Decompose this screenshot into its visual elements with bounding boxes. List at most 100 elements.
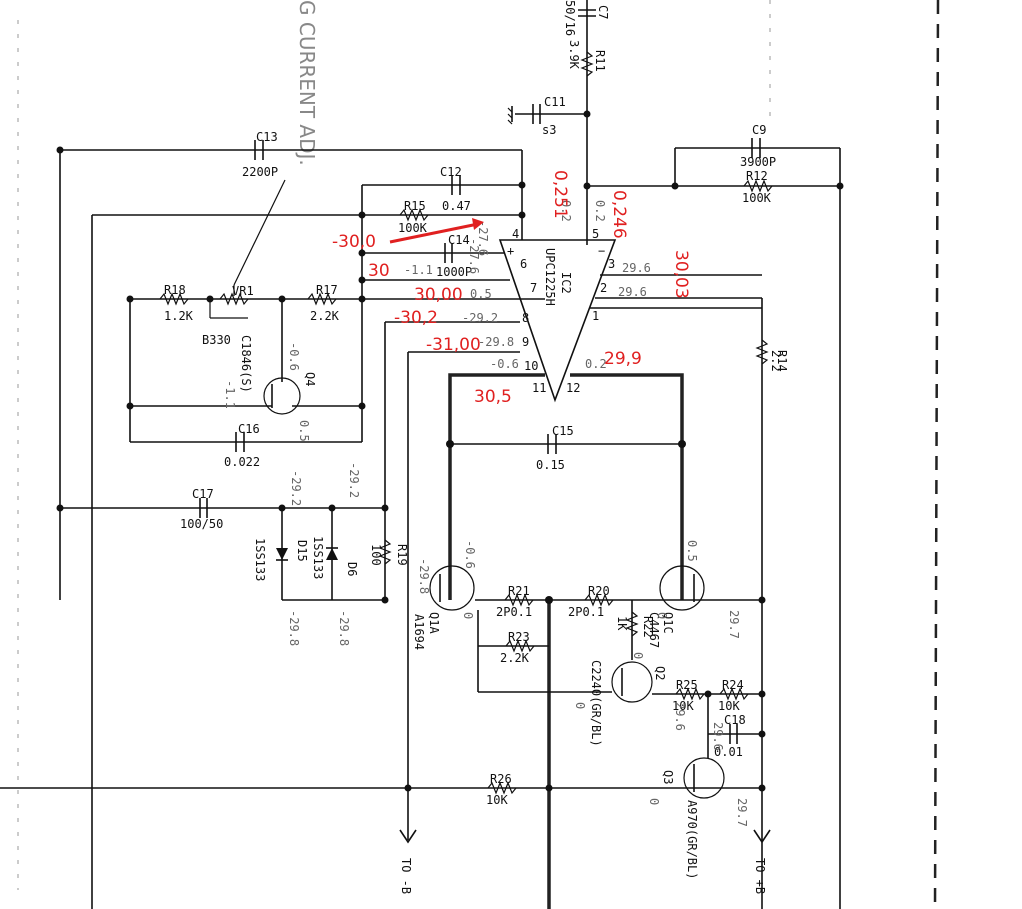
- measured-m2: 30: [368, 261, 390, 281]
- voltage-d15b: -29.8: [287, 610, 301, 646]
- r19-value: 100: [369, 544, 383, 566]
- r26-label: R26: [490, 772, 512, 786]
- voltage-q2b: 0: [631, 652, 645, 659]
- voltage-q3: 29.6: [711, 722, 725, 751]
- c11-value: s3: [542, 123, 556, 137]
- r11-value: 3.9K: [567, 40, 581, 70]
- pin-9: 9: [522, 335, 529, 349]
- q4-transistor: [263, 377, 301, 415]
- voltage-q4c: 0.5: [297, 420, 311, 442]
- pin-8: 8: [522, 311, 529, 325]
- node: [758, 730, 766, 738]
- d15-diode: [276, 548, 288, 560]
- node: [518, 181, 526, 189]
- q3-transistor: [683, 757, 725, 799]
- r24-label: R24: [722, 678, 744, 692]
- to-plus-b-label: TO +B: [753, 858, 767, 894]
- voltage-q4b: -1.1: [223, 380, 237, 409]
- r25-resistor: [675, 687, 705, 701]
- d6-diode: [326, 548, 338, 560]
- r15-value: 100K: [398, 221, 428, 235]
- r25-label: R25: [676, 678, 698, 692]
- voltage-q1a0: 0: [461, 612, 475, 619]
- node: [358, 402, 366, 410]
- node: [381, 596, 389, 604]
- voltage-q1c0: 0: [655, 612, 669, 619]
- voltage-d6: -29.2: [347, 462, 361, 498]
- r21-value: 2P0.1: [496, 605, 532, 619]
- wire-output-left: [448, 373, 545, 600]
- c9-label: C9: [752, 123, 766, 137]
- r12-label: R12: [746, 169, 768, 183]
- r11-label: R11: [593, 50, 607, 72]
- c17-value: 100/50: [180, 517, 223, 531]
- board-boundary-line: [933, 0, 940, 909]
- r14-value: 2.2: [769, 350, 783, 372]
- voltage-q1c-right: 29.7: [727, 610, 741, 639]
- c12-label: C12: [440, 165, 462, 179]
- voltage-pin10a: -29.8: [478, 335, 514, 349]
- c18-label: C18: [724, 713, 746, 727]
- to-minus-b-label: TO -B: [399, 858, 413, 894]
- voltage-pin7: -1.1: [404, 263, 433, 277]
- q4-label: Q4: [303, 372, 317, 386]
- pin-6: 6: [520, 257, 527, 271]
- voltage-pin3: 29.6: [622, 261, 651, 275]
- c17-label: C17: [192, 487, 214, 501]
- ic2-minus: −: [598, 244, 605, 258]
- d6-label: D6: [345, 562, 359, 576]
- r20-label: R20: [588, 584, 610, 598]
- r14-label: R14: [775, 350, 789, 372]
- adj-pointer-line: [233, 179, 286, 286]
- r22-label: R22: [641, 616, 655, 638]
- pin-11: 11: [532, 381, 546, 395]
- voltage-pin5: 0.2: [593, 200, 607, 222]
- pin-10: 10: [524, 359, 538, 373]
- c7-value: 50/16: [563, 0, 577, 36]
- arrow-down-icon: [753, 829, 771, 844]
- node: [381, 504, 389, 512]
- r12-resistor: [743, 179, 773, 193]
- r22-resistor: [625, 611, 639, 637]
- c14-value: 1000P: [436, 265, 472, 279]
- c9-value: 3900P: [740, 155, 776, 169]
- q1c-part: C4467: [647, 612, 661, 648]
- q1a-part: A1694: [412, 614, 426, 650]
- voltage-pin10b: -0.6: [490, 357, 519, 371]
- c15-label: C15: [552, 424, 574, 438]
- c12-value: 0.47: [442, 199, 471, 213]
- q3-part: A970(GR/BL): [685, 800, 699, 879]
- voltage-r19: -29.8: [417, 558, 431, 594]
- r23-label: R23: [508, 630, 530, 644]
- voltage-q1a: -0.6: [463, 540, 477, 569]
- node: [446, 440, 454, 448]
- pin-4: 4: [512, 227, 519, 241]
- ic2-part: UPC1225H: [543, 248, 557, 306]
- pin-3: 3: [608, 257, 615, 271]
- annotation-arrow-head: [472, 218, 484, 230]
- arrow-down-icon: [399, 829, 417, 844]
- voltage-q2: 29.6: [673, 702, 687, 731]
- voltage-q3c: 0: [647, 798, 661, 805]
- ground-icon: [507, 106, 513, 125]
- measured-m6: 30,5: [474, 387, 512, 407]
- r24-value: 10K: [718, 699, 740, 713]
- voltage-q2c: 0: [573, 702, 587, 709]
- node: [56, 504, 64, 512]
- pin-12: 12: [566, 381, 580, 395]
- r25-value: 10K: [672, 699, 694, 713]
- node: [126, 402, 134, 410]
- measured-m4: -30,2: [394, 308, 438, 328]
- voltage-q1c: 0.5: [685, 540, 699, 562]
- current-adj-title: G CURRENT ADJ.: [295, 0, 319, 166]
- c16-value: 0.022: [224, 455, 260, 469]
- r22-value: 1K: [615, 616, 629, 631]
- r17-label: R17: [316, 283, 338, 297]
- r21-resistor: [504, 593, 534, 607]
- node: [545, 596, 553, 604]
- node: [758, 596, 766, 604]
- q2-transistor: [611, 661, 653, 703]
- node: [358, 211, 366, 219]
- node: [758, 690, 766, 698]
